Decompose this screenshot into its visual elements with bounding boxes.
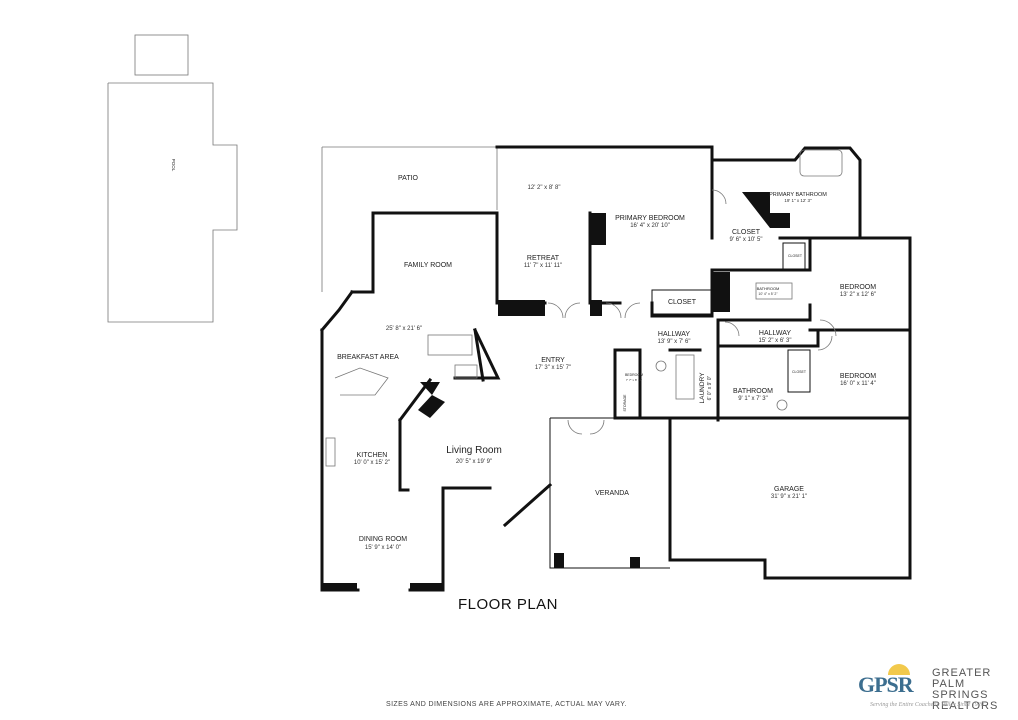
logo-line-1: GREATER	[932, 667, 992, 679]
primary-bathroom-label: PRIMARY BATHROOM	[769, 192, 827, 198]
hallway-1-dims: 13' 9" x 7' 6"	[658, 339, 691, 345]
hallway-2-dims: 15' 2" x 6' 3"	[759, 338, 792, 344]
entry-dims: 17' 3" x 15' 7"	[535, 365, 571, 371]
bathroom-small-dims: 10' 4" x 5' 2"	[758, 292, 778, 296]
closet-tiny-1-label: CLOSET	[788, 254, 803, 258]
logo-line-2: PALM SPRINGS	[932, 678, 989, 701]
bathroom-2-dims: 9' 1" x 7' 3"	[738, 396, 768, 402]
bedroom-tiny-label: BEDROOM	[625, 373, 643, 377]
kitchen-dims: 10' 0" x 15' 2"	[354, 460, 390, 466]
primary-bathroom-dims: 19' 1" x 12' 3"	[784, 198, 812, 203]
primary-bedroom-dims: 16' 4" x 20' 10"	[630, 223, 670, 229]
bathroom-2-label: BATHROOM	[733, 388, 773, 395]
veranda-label: VERANDA	[595, 490, 629, 497]
family-room-dims: 25' 8" x 21' 6"	[386, 326, 422, 332]
bedroom-2-dims: 16' 0" x 11' 4"	[840, 381, 876, 387]
living-room-dims: 20' 5" x 19' 9"	[456, 459, 492, 465]
garage-label: GARAGE	[774, 486, 804, 493]
laundry-dims: 6' 0" x 9' 0"	[707, 375, 713, 400]
house-walls	[319, 145, 912, 592]
hallway-1-label: HALLWAY	[658, 331, 690, 338]
logo-tagline: Serving the Entire Coachella Valley Sinc…	[870, 702, 984, 708]
floor-plan-title: FLOOR PLAN	[0, 596, 1018, 613]
bedroom-2-label: BEDROOM	[840, 373, 876, 380]
dining-room-dims: 15' 9" x 14' 0"	[365, 545, 401, 551]
patio-label: PATIO	[398, 175, 419, 182]
family-room-label: FAMILY ROOM	[404, 262, 452, 269]
pool-outline	[107, 34, 238, 323]
pool-label: POOL	[171, 159, 176, 172]
closet-tiny-2-label: CLOSET	[792, 370, 807, 374]
logo-line-3: REALTORS	[932, 700, 999, 712]
bedroom-1-label: BEDROOM	[840, 284, 876, 291]
closet-small-label: CLOSET	[668, 299, 697, 306]
storage-label: STORAGE	[623, 394, 627, 412]
retreat-dims: 11' 7" x 11' 11"	[524, 263, 562, 269]
bedroom-tiny-dims: 7' 7" x 8' 11"	[626, 378, 642, 382]
closet-main-dims: 9' 6" x 10' 5"	[730, 237, 763, 243]
gpsr-logo: GPSR GREATER PALM SPRINGS REALTORS Servi…	[858, 662, 1008, 712]
garage-dims: 31' 9" x 21' 1"	[771, 494, 807, 500]
hallway-2-label: HALLWAY	[759, 330, 791, 337]
patio-outline	[321, 146, 498, 292]
disclaimer-text: SIZES AND DIMENSIONS ARE APPROXIMATE, AC…	[386, 701, 627, 708]
living-room-label: Living Room	[446, 445, 502, 456]
closet-small-box	[651, 289, 713, 315]
logo-wordmark: GREATER PALM SPRINGS REALTORS	[932, 668, 1008, 712]
solid-blocks	[322, 192, 790, 591]
laundry-label: LAUNDRY	[699, 372, 706, 404]
retreat-label: RETREAT	[527, 255, 560, 262]
sun-icon	[888, 664, 910, 675]
dining-room-label: DINING ROOM	[359, 536, 407, 543]
kitchen-label: KITCHEN	[357, 452, 388, 459]
breakfast-area-label: BREAKFAST AREA	[337, 354, 399, 361]
fixtures	[325, 149, 843, 467]
closet-main-label: CLOSET	[732, 229, 761, 236]
bathroom-small-label: BATHROOM	[757, 286, 780, 291]
floor-plan-title-text: FLOOR PLAN	[457, 596, 559, 613]
bedroom-1-dims: 13' 2" x 12' 6"	[840, 292, 876, 298]
retreat-nook-dims: 12' 2" x 8' 8"	[528, 185, 561, 191]
primary-bedroom-label: PRIMARY BEDROOM	[615, 215, 685, 222]
door-swings	[547, 189, 837, 435]
logo-mark: GPSR	[858, 672, 914, 697]
entry-label: ENTRY	[541, 357, 565, 364]
